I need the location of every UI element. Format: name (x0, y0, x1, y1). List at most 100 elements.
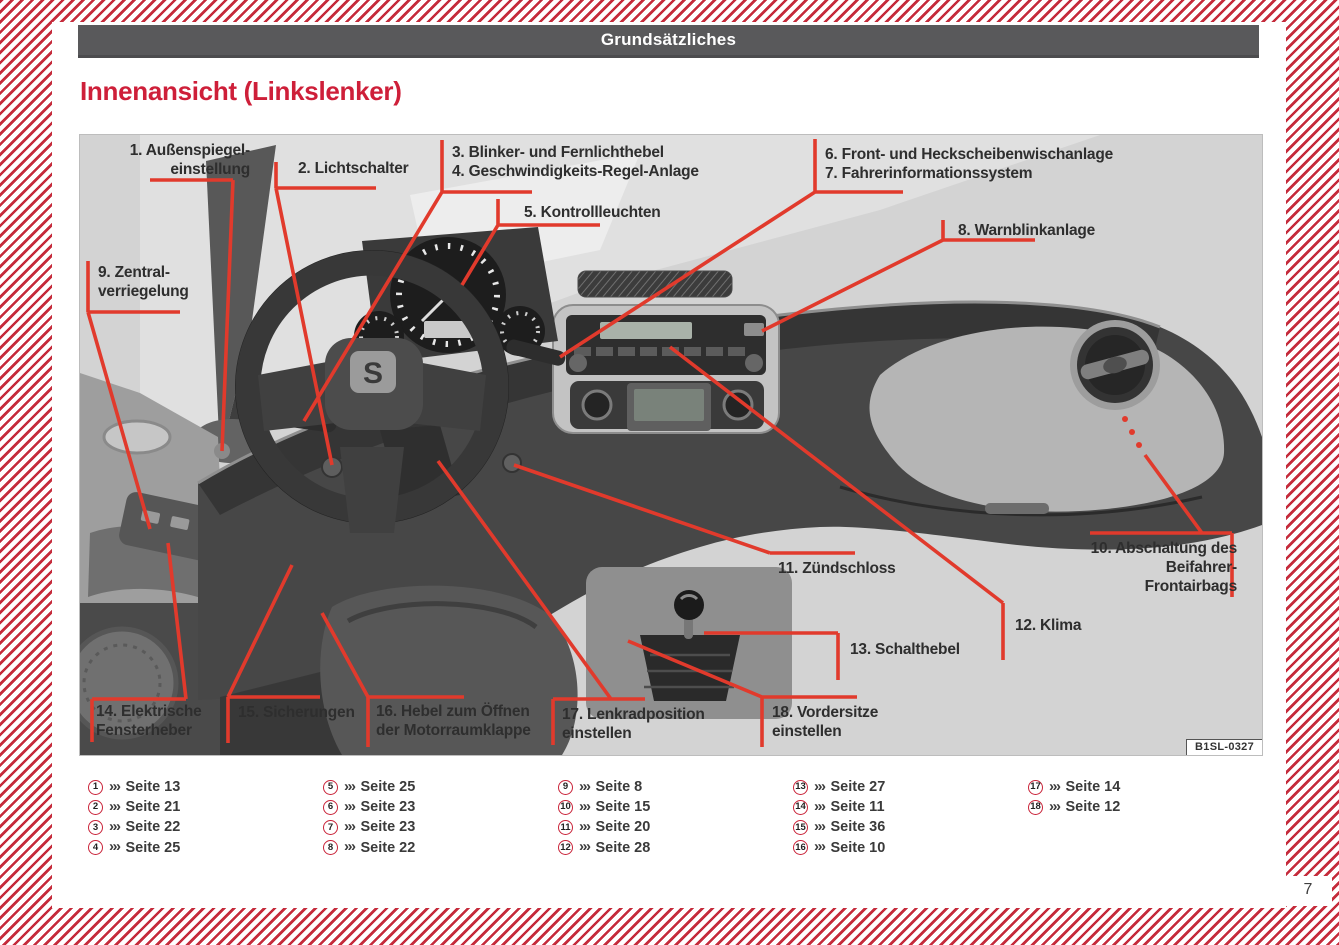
callout-number-badge: 12 (558, 840, 573, 856)
callout-number-badge: 1 (88, 779, 103, 795)
page-ref-text: Seite 25 (125, 839, 181, 856)
glovebox-seam (839, 485, 1203, 517)
dashboard-figure: S (79, 134, 1263, 756)
chevron-right-icon: ››› (579, 817, 591, 835)
page-ref-text: Seite 23 (360, 819, 416, 836)
dashboard-illustration: S (80, 135, 1262, 755)
center-console (586, 567, 792, 719)
callout-label-1: 1. Außenspiegel- einstellung (129, 142, 250, 179)
leader-11 (513, 463, 855, 555)
callout-leader-lines (86, 139, 1234, 747)
page-reference: 4 ››› Seite 25 (88, 838, 181, 856)
page-reference: 9›››Seite 8 (558, 777, 650, 795)
callout-label-15: 15. Sicherungen (238, 704, 355, 721)
callout-number-badge: 18 (1028, 799, 1043, 815)
chevron-right-icon: ››› (344, 797, 356, 815)
chevron-right-icon: ››› (109, 797, 121, 815)
callout-label-18: 18. Vordersitze einstellen (772, 704, 879, 741)
page-reference: 3›››Seite 22 (88, 818, 181, 836)
leader-9 (86, 261, 180, 530)
callout-label-5: 5. Kontrollleuchten (524, 204, 661, 221)
page-reference: 12›››Seite 28 (558, 838, 651, 856)
door-panel (80, 373, 243, 755)
hazard-button (744, 323, 764, 336)
page-ref-text: Seite 13 (125, 779, 181, 795)
ignition-lock (502, 453, 522, 473)
callout-number-badge: 17 (1028, 779, 1043, 795)
page-reference: 6›››Seite 23 (323, 797, 416, 816)
page-ref-text: Seite 25 (360, 779, 416, 795)
chevron-right-icon: ››› (344, 817, 356, 835)
page-ref-text: Seite 11 (830, 799, 885, 816)
chevron-right-icon: ››› (1049, 797, 1061, 815)
chevron-right-icon: ››› (344, 777, 356, 795)
callout-number-badge: 16 (793, 840, 808, 856)
callout-label-2: 2. Lichtschalter (298, 160, 409, 177)
glovebox-handle (985, 503, 1049, 514)
page-ref-text: Seite 23 (360, 799, 416, 816)
leader-2 (274, 162, 376, 466)
callout-label-16: 16. Hebel zum Öffnen der Motorraumklappe (376, 703, 531, 740)
page-reference: 2 ››› Seite 21 (88, 797, 181, 816)
chevron-right-icon: ››› (814, 817, 826, 835)
center-stack (552, 270, 780, 434)
leader-10 (1090, 453, 1234, 597)
seat-seam (346, 601, 538, 630)
page-title: Innenansicht (Linkslenker) (80, 76, 402, 106)
callout-number-badge: 2 (88, 799, 103, 815)
page-reference: 10›››Seite 15 (558, 798, 651, 816)
page-ref-text: Seite 21 (125, 799, 181, 816)
leader-3-4 (302, 140, 532, 422)
page-reference: 17›››Seite 14 (1028, 778, 1121, 795)
callout-number-badge: 8 (323, 840, 338, 856)
page-ref-text: Seite 28 (595, 839, 651, 856)
leader-8 (761, 220, 1035, 333)
wiper-stalk (506, 339, 566, 366)
page-reference: 8›››Seite 22 (323, 838, 416, 856)
reference-column-3: 9›››Seite 8 10›››Seite 15 11›››Seite 20 … (558, 777, 651, 856)
callout-label-13: 13. Schalthebel (850, 641, 960, 658)
leader-10-dots (1122, 416, 1142, 448)
chapter-title: Grundsätzliches (600, 30, 737, 49)
leader-12 (668, 345, 1005, 660)
callout-label-11: 11. Zündschloss (778, 560, 896, 577)
leader-1 (150, 178, 235, 452)
page-reference: 1›››Seite 13 (88, 778, 181, 795)
callout-label-8: 8. Warnblinkanlage (958, 222, 1096, 239)
chevron-right-icon: ››› (109, 838, 121, 856)
radio-unit (566, 315, 766, 375)
callout-number-badge: 5 (323, 779, 338, 795)
leader-16 (320, 612, 464, 747)
steering-wheel: S (235, 250, 509, 533)
chevron-right-icon: ››› (579, 777, 591, 795)
callout-number-badge: 13 (793, 779, 808, 795)
page-ref-text: Seite 14 (1065, 779, 1121, 795)
callout-number-badge: 15 (793, 819, 808, 835)
page-ref-text: Seite 22 (360, 839, 416, 856)
page-number-tab (1286, 876, 1332, 906)
callout-number-badge: 14 (793, 799, 808, 815)
page-reference: 14›››Seite 11 (793, 798, 885, 816)
page-reference: 7›››Seite 23 (323, 817, 416, 836)
svg-text:S: S (363, 357, 383, 390)
page-ref-text: Seite 27 (830, 779, 886, 795)
callout-number-badge: 9 (558, 779, 573, 795)
defroster-grille (577, 270, 733, 298)
callout-number-badge: 10 (558, 799, 573, 815)
leader-18 (627, 639, 857, 747)
page-reference: 15›››Seite 36 (793, 817, 885, 835)
page-reference: 11›››Seite 20 (558, 817, 650, 835)
callout-number-badge: 4 (88, 840, 103, 856)
driver-seat (320, 585, 578, 755)
figure-code: B1SL-0327 (1186, 739, 1262, 755)
door-handle (102, 419, 172, 455)
page-ref-text: Seite 15 (595, 799, 651, 816)
callout-label-12: 12. Klima (1015, 617, 1082, 634)
leader-5 (460, 199, 600, 286)
page-number: 7 (1303, 881, 1313, 898)
page-reference: 5 ››› Seite 25 (323, 777, 416, 795)
callout-label-10: 10. Abschaltung des Beifahrer-Frontairba… (1090, 540, 1238, 596)
page-ref-text: Seite 22 (125, 819, 181, 836)
callout-label-17: 17. Lenkradposition einstellen (562, 706, 705, 743)
